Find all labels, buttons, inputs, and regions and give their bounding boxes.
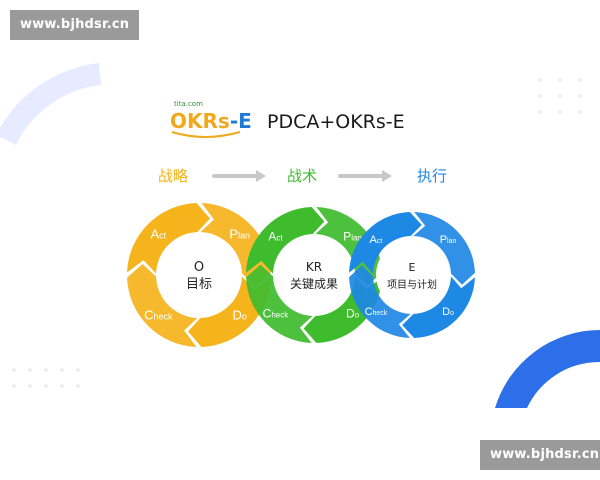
cycle-center	[376, 239, 448, 311]
segment-plan-label: Plan	[343, 229, 362, 243]
segment-do-label: Do	[442, 306, 454, 318]
cycle-center	[276, 237, 352, 313]
stage-label-tactics: 战术	[287, 167, 317, 185]
stage-label-execution: 执行	[417, 167, 447, 185]
segment-plan	[315, 207, 382, 286]
segment-do-label: Do	[232, 308, 246, 323]
segment-act-label: Act	[370, 234, 383, 246]
watermark-bottom: www.bjhdsr.cn	[480, 440, 600, 470]
cycle-center-subtitle: 目标	[186, 277, 212, 292]
decor-light-arc	[0, 63, 102, 146]
segment-check	[349, 265, 411, 338]
page-title: PDCA+OKRs-E	[267, 111, 405, 133]
cycle-center-subtitle: 关键成果	[290, 277, 338, 291]
segment-act-label: Act	[268, 229, 283, 243]
segment-check-label: Check	[263, 307, 290, 321]
segment-do	[402, 276, 475, 338]
cycle-center-title: O	[194, 260, 204, 275]
segment-check-label: Check	[365, 306, 388, 318]
segment-check-label: Check	[144, 308, 173, 323]
decor-dots-bottom	[12, 368, 80, 388]
segment-act	[127, 203, 210, 274]
segment-act-label: Act	[150, 226, 166, 241]
segment-plan	[413, 212, 475, 285]
segment-act	[246, 207, 325, 274]
segment-check	[246, 264, 313, 343]
segment-act	[349, 212, 422, 274]
logo-small-text: tita.com	[174, 100, 203, 108]
decor-blue-arc	[495, 330, 600, 408]
decor-dots-top	[538, 78, 582, 114]
arrow-right-icon	[212, 170, 266, 182]
segment-plan-label: Plan	[440, 234, 457, 246]
segment-plan-label: Plan	[229, 226, 250, 241]
logo: tita.com OKRs-E	[170, 100, 252, 138]
segment-check	[127, 264, 198, 347]
arrow-right-icon	[338, 170, 392, 182]
cycle-center-title: E	[409, 261, 416, 274]
logo-text: OKRs-E	[170, 109, 252, 133]
watermark-top: www.bjhdsr.cn	[10, 10, 140, 40]
stage-label-strategy: 战略	[158, 167, 188, 185]
cycle-center-subtitle: 项目与计划	[387, 278, 437, 291]
segment-do-label: Do	[346, 307, 360, 321]
cycle-center	[159, 235, 239, 315]
cycle-center-title: KR	[306, 260, 322, 274]
